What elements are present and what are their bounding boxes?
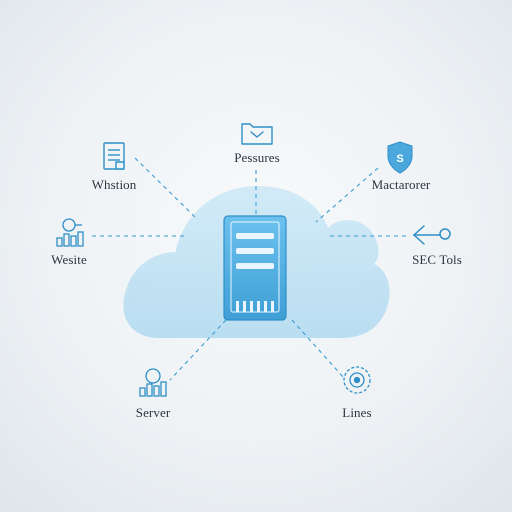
node-label-top: Pessures	[234, 150, 280, 165]
target-icon	[343, 366, 371, 394]
connector-bottom-left	[169, 319, 227, 381]
node-label-top-right: Mactarorer	[371, 177, 431, 192]
node-label-left: Wesite	[51, 252, 87, 267]
svg-text:S: S	[396, 153, 403, 165]
shield-icon: S	[387, 141, 413, 174]
connector-bottom-right	[291, 319, 345, 379]
node-label-bottom-right: Lines	[342, 405, 372, 420]
user-chart-icon	[139, 368, 167, 397]
user-chart-icon	[56, 218, 84, 247]
document-icon	[103, 142, 125, 170]
arrow-link-icon	[412, 225, 451, 245]
node-label-top-left: Whstion	[91, 177, 137, 192]
folder-icon	[241, 123, 273, 145]
server-icon	[223, 215, 287, 321]
connector-top-right	[315, 167, 379, 223]
node-label-right: SEC Tols	[412, 252, 462, 267]
connector-top-left	[134, 157, 197, 219]
node-label-bottom-left: Server	[135, 405, 171, 420]
connector-lines	[92, 157, 410, 381]
